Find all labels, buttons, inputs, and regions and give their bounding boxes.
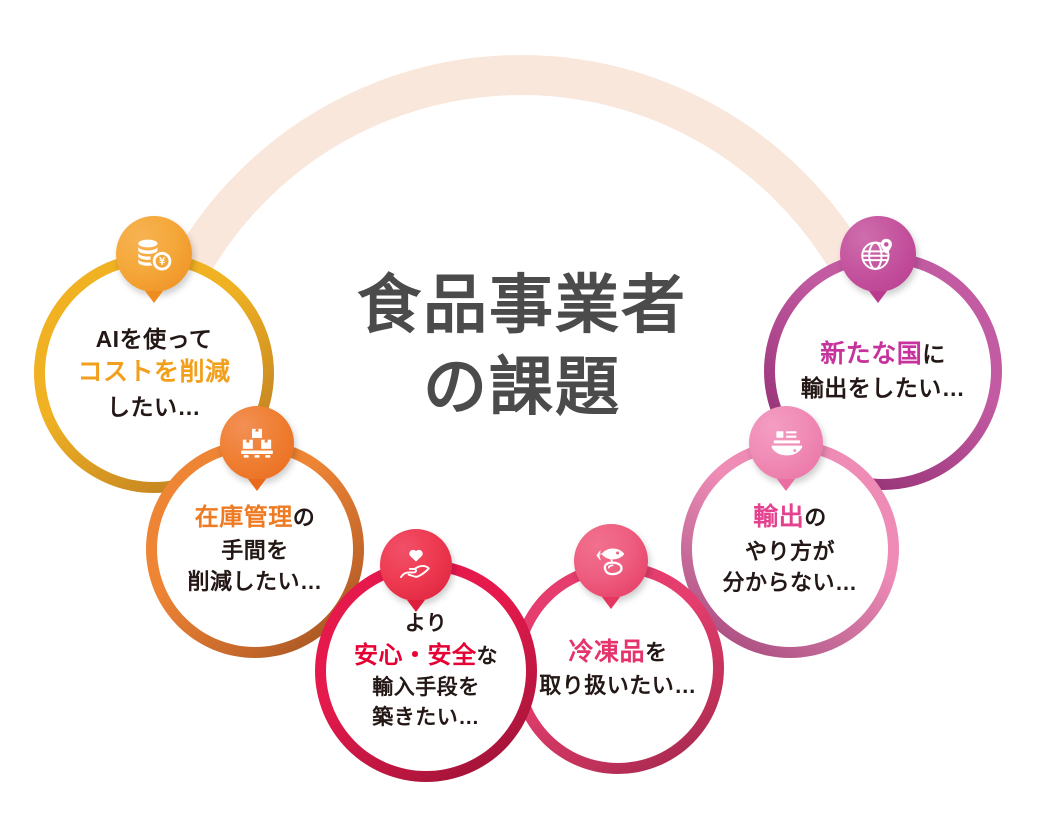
badge-tail bbox=[248, 479, 266, 491]
title-line-2: の課題 bbox=[423, 350, 621, 423]
globe-pin-icon-badge[interactable] bbox=[840, 216, 916, 303]
bubble-safe-import[interactable]: より 安心・安全な 輸入手段を 築きたい… bbox=[315, 560, 537, 782]
cargo-ship-icon bbox=[771, 431, 803, 456]
coins-yen-icon-badge[interactable] bbox=[116, 216, 192, 303]
badge-tail bbox=[145, 291, 163, 303]
bubble-line: 新たな国に bbox=[820, 337, 946, 373]
badge-tail bbox=[869, 291, 887, 303]
bubble-line: 手間を bbox=[221, 537, 289, 563]
bubble-line: 冷凍品を bbox=[568, 635, 667, 671]
bubble-line-highlight: 輸出 bbox=[753, 503, 805, 532]
bubble-line: 安心・安全な bbox=[354, 639, 498, 673]
bubble-line: 輸出の bbox=[753, 500, 827, 536]
bubble-line: 輸出をしたい… bbox=[800, 375, 966, 402]
heart-hand-icon-badge[interactable] bbox=[380, 529, 452, 612]
bubble-text: より 安心・安全な 輸入手段を 築きたい… bbox=[326, 571, 526, 771]
bubble-line: 築きたい… bbox=[372, 705, 480, 729]
badge-tail bbox=[602, 597, 620, 609]
bubble-line-highlight: コストを削減 bbox=[77, 358, 231, 387]
bubble-line: AIを使って bbox=[95, 325, 213, 352]
bubble-line: やり方が bbox=[744, 538, 835, 564]
bubble-line-suffix: の bbox=[804, 505, 827, 531]
bubble-line-suffix: を bbox=[645, 639, 668, 665]
badge-tail bbox=[407, 600, 425, 612]
fish-meat-icon-badge[interactable] bbox=[574, 524, 648, 609]
boxes-pallet-icon bbox=[241, 428, 273, 458]
bubble-line-highlight: 在庫管理 bbox=[194, 503, 293, 531]
bubble-line-suffix: の bbox=[292, 504, 316, 530]
heart-hand-icon bbox=[400, 549, 430, 579]
globe-pin-icon bbox=[861, 238, 892, 270]
boxes-pallet-icon-badge[interactable] bbox=[220, 406, 294, 491]
bubble-line: より bbox=[404, 612, 448, 636]
bubble-line: 輸入手段を bbox=[372, 676, 480, 700]
cargo-ship-icon-badge[interactable] bbox=[749, 406, 823, 491]
bubble-line-highlight: 安心・安全 bbox=[354, 642, 477, 670]
page-title: 食品事業者 の課題 bbox=[312, 265, 732, 429]
bubble-line-suffix: な bbox=[476, 645, 498, 669]
badge-tail bbox=[777, 479, 795, 491]
fish-meat-icon bbox=[596, 548, 625, 576]
bubble-line: 取り扱いたい… bbox=[539, 673, 697, 699]
bubble-line: したい… bbox=[107, 393, 201, 420]
bubble-line-highlight: 新たな国 bbox=[820, 339, 923, 368]
bubble-line: 分からない… bbox=[722, 569, 858, 595]
bubble-line-highlight: 冷凍品 bbox=[568, 637, 645, 666]
coins-yen-icon bbox=[138, 239, 172, 271]
bubble-line: 在庫管理の bbox=[195, 501, 316, 535]
bubble-line: 削減したい… bbox=[187, 569, 323, 595]
bubble-line-suffix: に bbox=[922, 340, 946, 367]
title-line-1: 食品事業者 bbox=[357, 269, 687, 341]
